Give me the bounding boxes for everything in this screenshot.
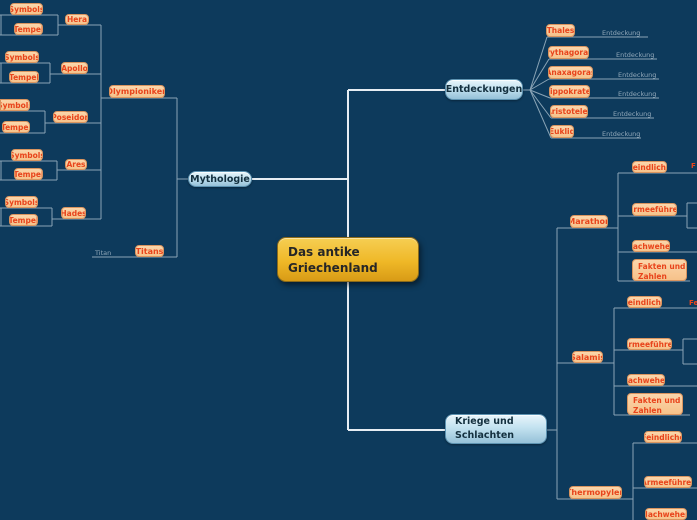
node-tempel[interactable]: Tempel [9,214,38,226]
node-fakten-und-zahlen[interactable]: Fakten und Zahlen [627,393,683,415]
node-fakten-und-zahlen[interactable]: Fakten und Zahlen [632,259,687,281]
node-nachwehen[interactable]: Nachwehen [645,508,687,520]
node-symbols[interactable]: Symbols [0,99,30,111]
node-entdeckung[interactable]: Entdeckung [618,71,657,79]
clipped-node[interactable]: F [691,162,696,170]
node-tempel[interactable]: Tempel [9,71,39,83]
node-nachwehen[interactable]: Nachwehen [632,240,670,252]
node-symbols[interactable]: Symbols [5,196,38,208]
node-entdeckung[interactable]: Entdeckung [602,29,641,37]
node-hippokrates[interactable]: Hippokrates [549,85,590,98]
node-symbols[interactable]: Symbols [10,3,43,15]
topic-entdeckungen[interactable]: Entdeckungen [445,79,523,100]
node-feindliche[interactable]: Feindliche [644,431,682,443]
node-ares[interactable]: Ares [65,159,87,170]
node-entdeckung[interactable]: Entdeckung [616,51,655,59]
node-hera[interactable]: Hera [65,14,89,25]
node-entdeckung[interactable]: Entdeckung [618,90,657,98]
node-nachwehen[interactable]: Nachwehen [627,374,665,386]
node-anaxagoras[interactable]: Anaxagoras [548,66,593,79]
node-thales[interactable]: Thales [546,24,575,37]
node-aristoteles[interactable]: Aristoteles [550,105,588,118]
node-feindliche[interactable]: Feindliche [632,161,667,173]
node-poseidon[interactable]: Poseidon [53,111,88,123]
node-salamis[interactable]: Salamis [572,351,603,363]
node-tempel[interactable]: Tempel [2,121,30,133]
node-symbols[interactable]: Symbols [5,51,39,63]
node-armeefuehrer[interactable]: Armeeführer [644,476,692,488]
node-euklid[interactable]: Euklid [550,125,574,138]
node-titans[interactable]: Titans [135,245,164,257]
node-armeefuehrer[interactable]: Armeeführer [632,203,677,216]
node-feindliche[interactable]: Feindliche [627,296,662,308]
node-titan[interactable]: Titan [95,249,112,257]
node-entdeckung[interactable]: Entdeckung [613,110,652,118]
node-armeefuehrer[interactable]: Armeeführer [627,338,672,350]
topic-kriege-und-schlachten[interactable]: Kriege und Schlachten [445,414,547,444]
node-olympioniken[interactable]: Olympioniken [109,85,165,98]
root-node[interactable]: Das antike Griechenland [277,237,419,282]
node-tempel[interactable]: Tempel [14,168,43,180]
node-tempel[interactable]: Tempel [14,23,43,35]
topic-mythologie[interactable]: Mythologie [188,171,252,187]
clipped-node[interactable]: Fe [689,299,697,307]
node-symbols[interactable]: Symbols [11,149,43,161]
node-thermopylen[interactable]: Thermopylen [569,486,622,499]
node-apollo[interactable]: Apollo [61,62,88,74]
node-marathon[interactable]: Marathon [570,215,608,228]
node-entdeckung[interactable]: Entdeckung [602,130,641,138]
node-pythagoras[interactable]: Pythagoras [548,46,589,59]
node-hades[interactable]: Hades [61,207,86,219]
